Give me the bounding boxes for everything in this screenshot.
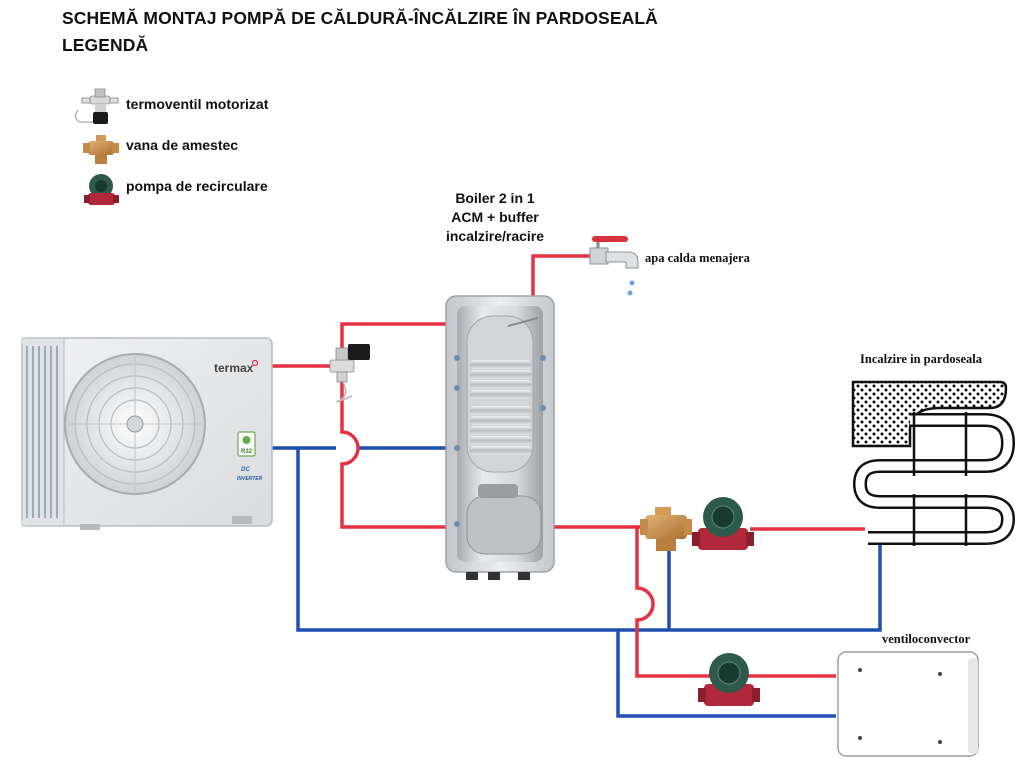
floor-heating-loop [851, 380, 1016, 546]
lower-heating-coil [470, 406, 532, 455]
faucet-icon [589, 236, 639, 296]
heat-pump-brand: termax [214, 361, 254, 375]
dc-badge: DC [241, 467, 250, 473]
circulation-pump-icon [84, 174, 119, 205]
fan-coil-unit [837, 651, 979, 757]
boiler-tank [445, 295, 555, 580]
svg-text:R32: R32 [241, 449, 253, 455]
mixing-valve [640, 507, 692, 551]
hot-pipe-dhw [531, 254, 600, 304]
cold-pipe-main-return [296, 448, 882, 632]
fan-coil-label: ventiloconvector [882, 632, 971, 646]
mixing-valve-icon [83, 135, 119, 164]
floor-heating-label: Incalzire in pardoseala [860, 352, 982, 366]
heat-pump-side-grille [26, 346, 58, 518]
fan-grille-icon [64, 353, 206, 495]
legend-label-mixing-valve: vana de amestec [126, 137, 239, 153]
legend-title: LEGENDĂ [62, 35, 149, 55]
page-title: SCHEMĂ MONTAJ POMPĂ DE CĂLDURĂ-ÎNCĂLZIRE… [62, 8, 658, 28]
motorized-thermovalve-icon [74, 88, 119, 124]
r32-badge-icon: R32 [237, 431, 256, 457]
hot-supply-pipes [268, 254, 865, 678]
inverter-badge: INVERTER [237, 476, 263, 482]
cold-pipe-fancoil-return [616, 630, 836, 718]
hot-pipe-fancoil-supply [635, 527, 836, 678]
floor-heating-clips [912, 412, 968, 546]
boiler-label-line-3: incalzire/racire [445, 228, 545, 244]
boiler-port-dots [454, 355, 546, 527]
hot-pipe-to-boiler-bottom [340, 372, 455, 529]
motorized-thermovalve [329, 344, 370, 403]
cold-return-pipes [268, 446, 882, 718]
boiler-label-line-2: ACM + buffer [451, 209, 539, 225]
boiler-label: Boiler 2 in 1 ACM + buffer incalzire/rac… [420, 189, 570, 246]
boiler-label-line-1: Boiler 2 in 1 [455, 190, 535, 206]
upper-heating-coil [470, 360, 532, 399]
circulation-pump-floor [692, 497, 754, 550]
legend-label-pump: pompa de recirculare [126, 178, 268, 194]
legend-label-thermovalve: termoventil motorizat [126, 96, 269, 112]
circulation-pump-fancoil [698, 653, 760, 706]
heat-pump-outdoor-unit: termax R32 DC INVERTER [21, 337, 273, 530]
dhw-label: apa calda menajera [645, 251, 750, 265]
